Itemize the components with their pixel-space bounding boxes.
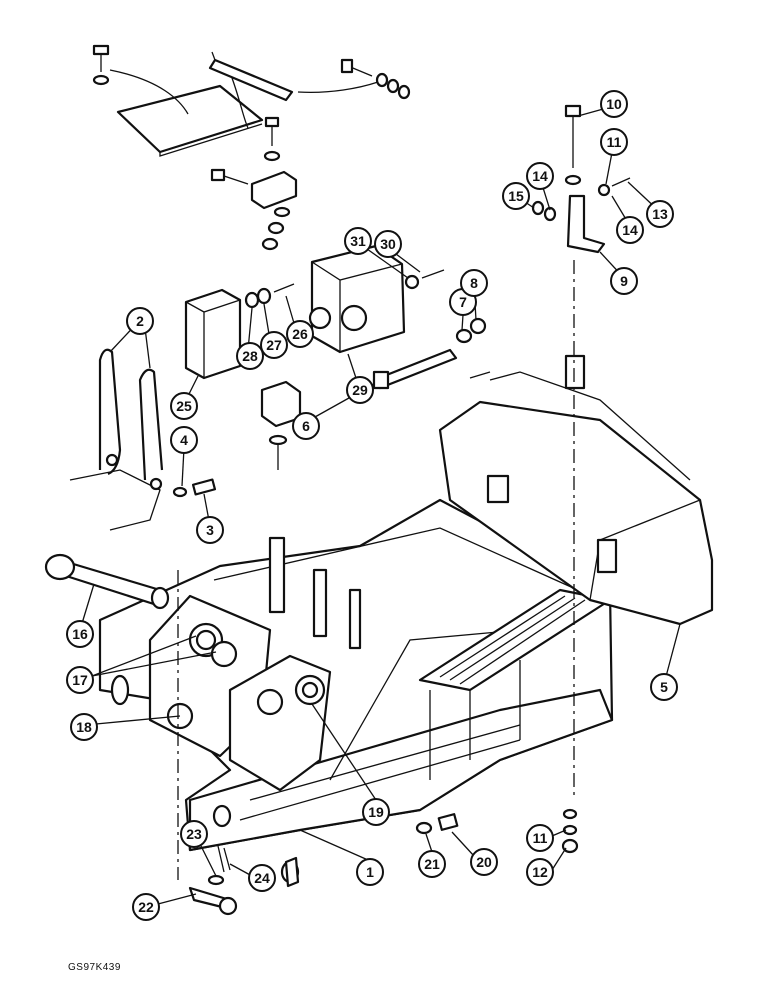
svg-text:18: 18	[76, 719, 92, 735]
svg-text:21: 21	[424, 856, 440, 872]
callout-10: 10	[600, 90, 628, 118]
counterweight	[438, 354, 714, 626]
callout-29: 29	[346, 376, 374, 404]
svg-text:27: 27	[266, 337, 282, 353]
callout-16: 16	[66, 620, 94, 648]
callout-22: 22	[132, 893, 160, 921]
pivot-pin	[44, 553, 170, 610]
svg-text:1: 1	[366, 864, 374, 880]
svg-text:9: 9	[620, 273, 628, 289]
callout-31: 31	[344, 227, 372, 255]
valve-blocks	[184, 244, 487, 470]
callout-2: 2	[126, 307, 154, 335]
svg-text:4: 4	[180, 432, 188, 448]
callout-5: 5	[650, 673, 678, 701]
svg-text:2: 2	[136, 313, 144, 329]
grab-handles	[69, 348, 164, 531]
svg-text:6: 6	[302, 418, 310, 434]
chassis-frame	[98, 498, 614, 852]
svg-text:10: 10	[606, 96, 622, 112]
callout-30: 30	[374, 230, 402, 258]
callout-28: 28	[236, 342, 264, 370]
svg-text:13: 13	[652, 206, 668, 222]
svg-text:24: 24	[254, 870, 270, 886]
bottom-fasteners	[177, 570, 459, 916]
drawing-code-label: GS97K439	[68, 962, 121, 973]
callout-18: 18	[70, 713, 98, 741]
svg-text:3: 3	[206, 522, 214, 538]
callout-11-top: 11	[600, 128, 628, 156]
svg-text:11: 11	[533, 830, 548, 846]
svg-text:7: 7	[459, 294, 467, 310]
svg-text:11: 11	[607, 134, 622, 150]
callout-14-right: 14	[616, 216, 644, 244]
callout-13: 13	[646, 200, 674, 228]
svg-text:14: 14	[532, 168, 548, 184]
svg-text:25: 25	[176, 398, 192, 414]
svg-text:15: 15	[508, 188, 524, 204]
svg-text:23: 23	[186, 826, 202, 842]
svg-text:16: 16	[72, 626, 88, 642]
callout-19: 19	[362, 798, 390, 826]
svg-text:12: 12	[532, 864, 548, 880]
callout-26: 26	[286, 320, 314, 348]
svg-text:30: 30	[380, 236, 396, 252]
svg-text:22: 22	[138, 899, 154, 915]
cover-plate-assembly	[92, 44, 411, 251]
right-bracket-bolts	[531, 104, 631, 854]
callout-24: 24	[248, 864, 276, 892]
callout-6: 6	[292, 412, 320, 440]
callout-9: 9	[610, 267, 638, 295]
svg-text:26: 26	[292, 326, 308, 342]
svg-text:5: 5	[660, 679, 668, 695]
callout-1: 1	[356, 858, 384, 886]
callout-27: 27	[260, 331, 288, 359]
callout-4: 4	[170, 426, 198, 454]
callout-23: 23	[180, 820, 208, 848]
callout-14-left: 14	[526, 162, 554, 190]
callout-11-bottom: 11	[526, 824, 554, 852]
svg-text:28: 28	[242, 348, 258, 364]
svg-text:29: 29	[352, 382, 368, 398]
callout-21: 21	[418, 850, 446, 878]
bolt-washer-3-4	[172, 478, 217, 498]
callout-20: 20	[470, 848, 498, 876]
svg-text:20: 20	[476, 854, 492, 870]
svg-text:14: 14	[622, 222, 638, 238]
svg-text:17: 17	[72, 672, 88, 688]
svg-text:8: 8	[470, 275, 478, 291]
callout-17: 17	[66, 666, 94, 694]
callout-15: 15	[502, 182, 530, 210]
svg-text:31: 31	[350, 233, 366, 249]
callout-12: 12	[526, 858, 554, 886]
svg-text:19: 19	[368, 804, 384, 820]
callout-8: 8	[460, 269, 488, 297]
callout-3: 3	[196, 516, 224, 544]
callout-25: 25	[170, 392, 198, 420]
